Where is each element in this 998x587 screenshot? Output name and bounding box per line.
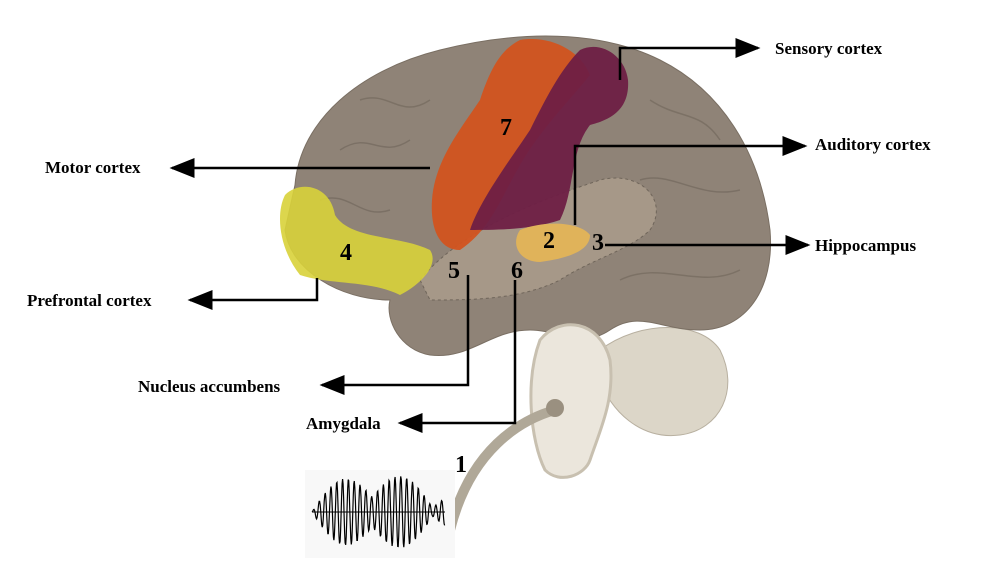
sensory-arrow	[618, 38, 761, 80]
amygdala-arrow	[397, 280, 517, 433]
sound-wave	[311, 476, 446, 548]
label-prefrontal-cortex: Prefrontal cortex	[27, 291, 152, 310]
sound-wave-box	[305, 470, 455, 558]
number-2: 2	[543, 228, 555, 254]
number-3: 3	[592, 230, 604, 256]
ear	[529, 323, 613, 479]
ear-canal	[445, 405, 557, 532]
label-auditory-cortex: Auditory cortex	[815, 135, 931, 154]
label-sensory-cortex: Sensory cortex	[775, 39, 883, 58]
prefrontal-arrow	[187, 278, 319, 310]
label-nucleus-accumbens: Nucleus accumbens	[138, 377, 281, 396]
label-motor-cortex: Motor cortex	[45, 158, 141, 177]
prefrontal-region	[280, 186, 433, 295]
label-hippocampus: Hippocampus	[815, 236, 916, 255]
label-amygdala: Amygdala	[306, 414, 381, 433]
nucleus-accumbens-arrow	[319, 275, 470, 395]
number-4: 4	[340, 240, 352, 266]
number-1: 1	[455, 452, 467, 478]
number-5: 5	[448, 258, 460, 284]
brain-folds	[319, 97, 741, 281]
number-7: 7	[500, 115, 512, 141]
cerebellum	[599, 327, 729, 437]
auditory-arrow	[573, 136, 808, 225]
sensory-region	[470, 46, 629, 230]
number-6: 6	[511, 258, 523, 284]
auditory-region	[516, 223, 590, 262]
